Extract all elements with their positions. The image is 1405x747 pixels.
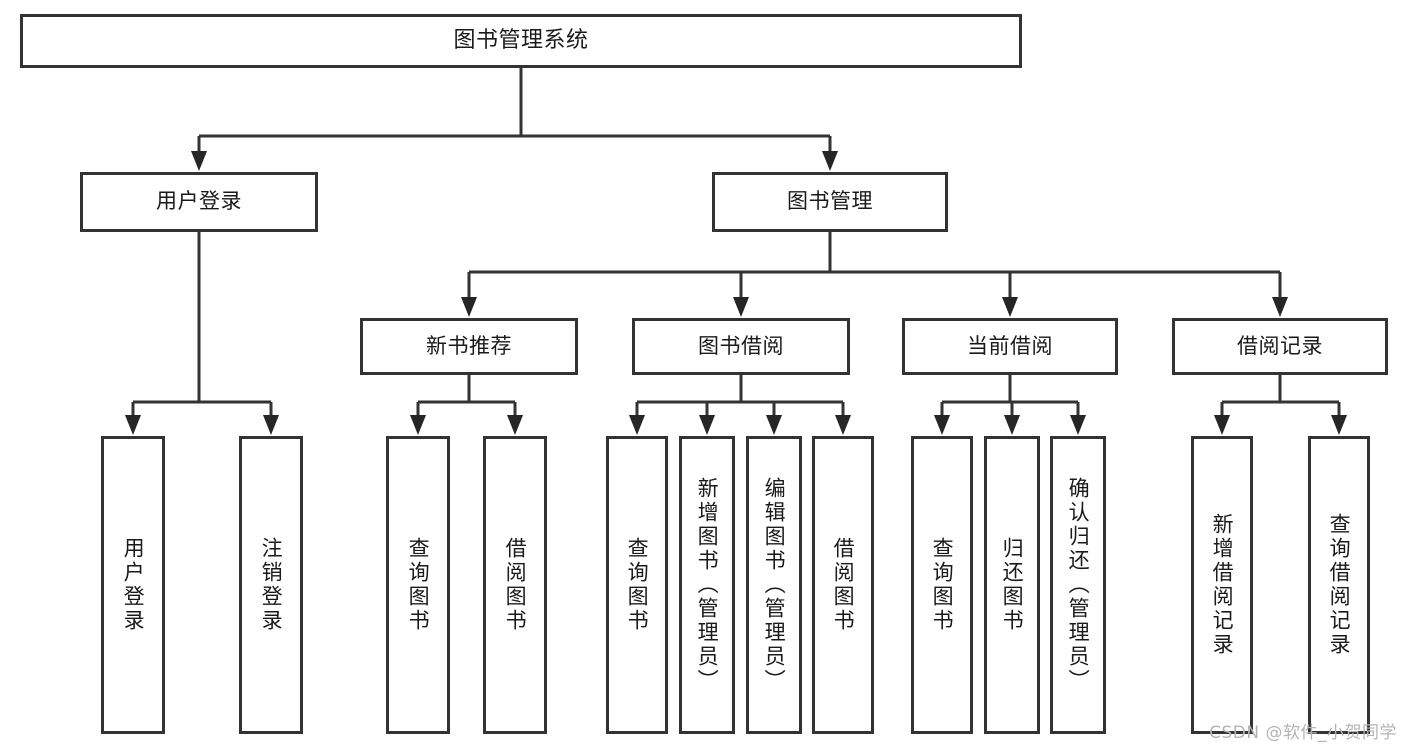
node-label: 确认归还（管理员） <box>1066 477 1091 693</box>
node-label: 用户登录 <box>121 537 146 633</box>
node-label: 当前借阅 <box>967 333 1053 358</box>
node-label: 借阅图书 <box>503 537 528 633</box>
node-label: 查询图书 <box>406 537 431 633</box>
node-label: 查询借阅记录 <box>1327 513 1352 657</box>
node-label: 新增图书（管理员） <box>695 477 720 693</box>
node-leaf-edit-book[interactable]: 编辑图书（管理员） <box>746 436 802 734</box>
node-new-book-rec[interactable]: 新书推荐 <box>360 318 578 375</box>
node-label: 借阅记录 <box>1237 333 1323 358</box>
node-leaf-borrow-book-2[interactable]: 借阅图书 <box>812 436 874 734</box>
node-label: 查询图书 <box>625 537 650 633</box>
node-root[interactable]: 图书管理系统 <box>20 14 1022 68</box>
node-label: 新书推荐 <box>426 333 512 358</box>
node-label: 归还图书 <box>1000 537 1025 633</box>
node-label: 用户登录 <box>156 189 242 214</box>
node-user-login[interactable]: 用户登录 <box>80 172 318 232</box>
node-label: 借阅图书 <box>831 537 856 633</box>
node-leaf-confirm-return[interactable]: 确认归还（管理员） <box>1050 436 1106 734</box>
node-leaf-add-record[interactable]: 新增借阅记录 <box>1191 436 1253 734</box>
node-label: 图书管理系统 <box>453 27 589 53</box>
node-leaf-query-book-2[interactable]: 查询图书 <box>606 436 668 734</box>
node-book-manage[interactable]: 图书管理 <box>712 172 948 232</box>
node-borrow-record[interactable]: 借阅记录 <box>1172 318 1388 375</box>
node-label: 新增借阅记录 <box>1210 513 1235 657</box>
node-leaf-query-book-3[interactable]: 查询图书 <box>911 436 973 734</box>
node-label: 注销登录 <box>259 537 284 633</box>
node-leaf-logout[interactable]: 注销登录 <box>239 436 303 734</box>
node-leaf-add-book[interactable]: 新增图书（管理员） <box>679 436 735 734</box>
node-label: 图书借阅 <box>698 333 784 358</box>
node-label: 图书管理 <box>787 189 873 214</box>
node-leaf-return-book[interactable]: 归还图书 <box>984 436 1040 734</box>
node-leaf-query-book-1[interactable]: 查询图书 <box>386 436 450 734</box>
node-current-borrow[interactable]: 当前借阅 <box>902 318 1118 375</box>
node-leaf-user-login[interactable]: 用户登录 <box>101 436 165 734</box>
node-label: 编辑图书（管理员） <box>762 477 787 693</box>
node-leaf-query-record[interactable]: 查询借阅记录 <box>1308 436 1370 734</box>
node-book-borrow[interactable]: 图书借阅 <box>632 318 850 375</box>
node-leaf-borrow-book-1[interactable]: 借阅图书 <box>483 436 547 734</box>
node-label: 查询图书 <box>930 537 955 633</box>
